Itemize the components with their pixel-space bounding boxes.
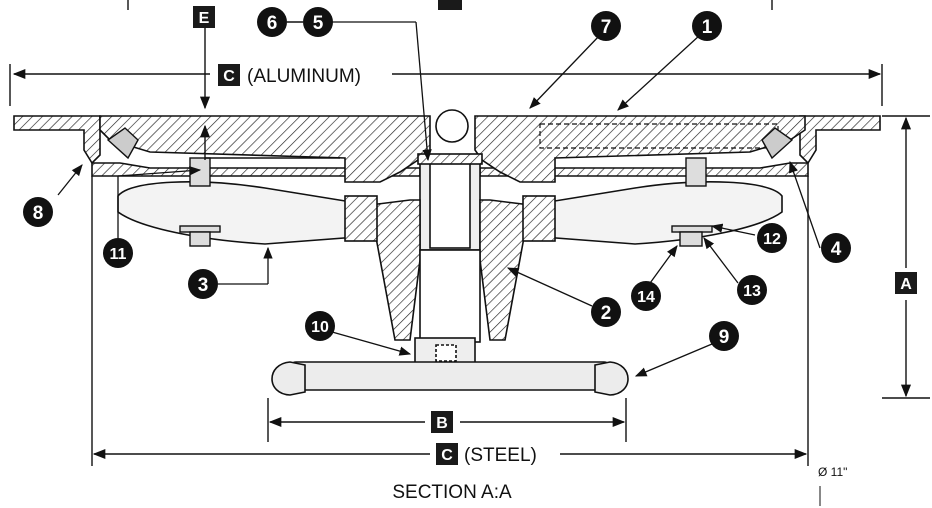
dimension-label-c-steel: C (STEEL) xyxy=(436,443,537,466)
c-aluminum-text: (ALUMINUM) xyxy=(247,66,361,87)
callout-11-number: 11 xyxy=(110,246,127,263)
center-hub xyxy=(369,153,531,367)
callout-8-number: 8 xyxy=(33,203,44,224)
callout-13: 13 xyxy=(737,275,767,305)
callout-2-number: 2 xyxy=(601,303,612,324)
callout-4: 4 xyxy=(821,233,851,263)
callout-5-number: 5 xyxy=(313,13,324,34)
callout-13-number: 13 xyxy=(743,283,761,300)
dimension-letter-b: B xyxy=(436,415,448,432)
dimension-label-e: E xyxy=(193,6,215,28)
callout-11: 11 xyxy=(103,238,133,268)
callout-7-number: 7 xyxy=(601,17,612,38)
callout-4-number: 4 xyxy=(831,239,842,260)
callout-2: 2 xyxy=(591,297,621,327)
leader-lines xyxy=(57,21,821,377)
callout-12: 12 xyxy=(757,223,787,253)
callout-6: 6 xyxy=(257,7,287,37)
dimension-letter-c-top: C xyxy=(223,68,235,85)
callout-14: 14 xyxy=(631,281,661,311)
dimension-label-partial xyxy=(438,0,462,10)
callout-8: 8 xyxy=(23,197,53,227)
callout-3: 3 xyxy=(188,269,218,299)
callout-5: 5 xyxy=(303,7,333,37)
dimension-label-a: A xyxy=(895,272,917,294)
handle-bar xyxy=(271,361,629,396)
callout-7: 7 xyxy=(591,11,621,41)
callout-3-number: 3 xyxy=(198,275,209,296)
dimension-letter-a: A xyxy=(900,276,912,293)
callout-14-number: 14 xyxy=(637,289,655,306)
callout-9-number: 9 xyxy=(719,327,730,348)
section-caption: SECTION A:A xyxy=(392,482,512,503)
callout-6-number: 6 xyxy=(267,13,278,34)
corner-note: Ø 11" xyxy=(818,465,847,479)
c-steel-text: (STEEL) xyxy=(464,445,537,466)
callout-9: 9 xyxy=(709,321,739,351)
dimension-lines xyxy=(9,0,930,466)
dimension-label-b: B xyxy=(431,411,453,433)
gasket xyxy=(106,127,794,160)
dimension-letter-c-bottom: C xyxy=(441,447,453,464)
dimension-letter-e: E xyxy=(199,10,210,27)
dimension-label-c-aluminum: C (ALUMINUM) xyxy=(218,64,361,87)
callout-1: 1 xyxy=(692,11,722,41)
hatch-cover xyxy=(99,109,806,183)
callout-10: 10 xyxy=(305,311,335,341)
callout-10-number: 10 xyxy=(311,319,329,336)
callout-1-number: 1 xyxy=(702,17,713,38)
callout-12-number: 12 xyxy=(763,231,781,248)
